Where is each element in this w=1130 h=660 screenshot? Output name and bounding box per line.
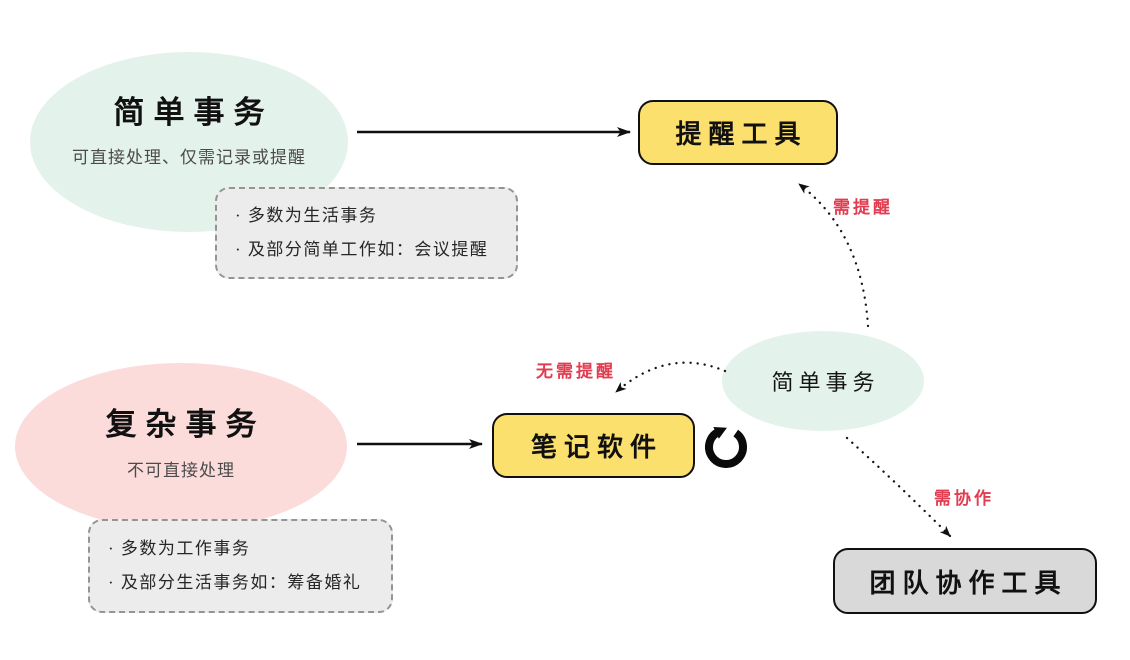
node-simple-tasks-small: 简单事务 (722, 331, 924, 431)
complex-tasks-subtitle: 不可直接处理 (127, 460, 235, 480)
simple-tasks-small-label: 简单事务 (771, 370, 880, 395)
reminder-tool-label: 提醒工具 (675, 120, 808, 149)
node-complex-tasks: 复杂事务 不可直接处理 (15, 363, 347, 530)
refresh-icon (705, 427, 747, 468)
node-reminder-tool: 提醒工具 (638, 100, 838, 165)
note-complex-tasks: · 多数为工作事务 · 及部分生活事务如：筹备婚礼 (88, 519, 393, 613)
complex-tasks-title: 复杂事务 (105, 407, 266, 443)
note-line: · 多数为工作事务 (108, 539, 251, 558)
team-collab-tool-label: 团队协作工具 (869, 568, 1068, 598)
edge-label-need-collab: 需协作 (934, 489, 994, 508)
note-software-label: 笔记软件 (530, 433, 663, 462)
edge-label-need-reminder: 需提醒 (833, 198, 893, 217)
node-note-software: 笔记软件 (492, 413, 695, 478)
node-team-collab-tool: 团队协作工具 (833, 548, 1097, 614)
dotted-arrow-no-reminder (614, 361, 727, 394)
note-line: · 及部分生活事务如：筹备婚礼 (108, 573, 362, 592)
simple-tasks-subtitle: 可直接处理、仅需记录或提醒 (72, 148, 306, 168)
note-simple-tasks: · 多数为生活事务 · 及部分简单工作如：会议提醒 (215, 187, 518, 279)
note-line: · 及部分简单工作如：会议提醒 (235, 240, 489, 259)
edge-label-no-reminder: 无需提醒 (536, 362, 616, 381)
note-line: · 多数为生活事务 (235, 206, 378, 225)
simple-tasks-title: 简单事务 (113, 94, 274, 130)
